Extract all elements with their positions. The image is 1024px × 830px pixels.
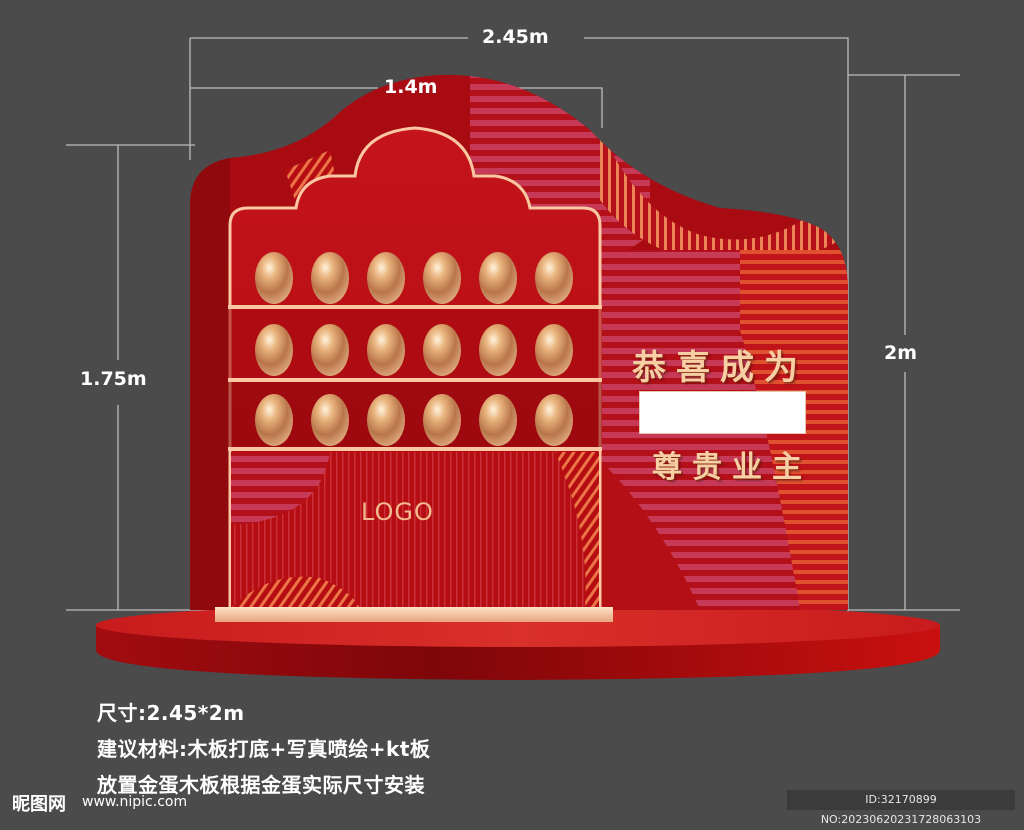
golden-egg xyxy=(311,394,349,446)
golden-egg xyxy=(423,394,461,446)
congrats-heading: 恭喜成为 xyxy=(632,348,808,388)
golden-egg xyxy=(535,394,573,446)
dimension-left-height: 1.75m xyxy=(80,368,147,390)
golden-egg xyxy=(479,394,517,446)
dimension-right-height: 2m xyxy=(884,342,918,364)
golden-egg xyxy=(367,394,405,446)
watermark-id: ID:32170899 NO:20230620231728063103 xyxy=(787,790,1015,826)
golden-egg xyxy=(479,324,517,376)
golden-egg xyxy=(367,324,405,376)
watermark-site-url: www.nipic.com xyxy=(82,794,188,810)
golden-egg xyxy=(255,252,293,304)
golden-egg xyxy=(255,324,293,376)
golden-egg xyxy=(311,324,349,376)
golden-egg xyxy=(367,252,405,304)
logo-placeholder: LOGO xyxy=(361,498,434,526)
watermark-site-name: 昵图网 xyxy=(12,794,66,815)
golden-egg xyxy=(311,252,349,304)
spec-materials: 建议材料:木板打底+写真喷绘+kt板 xyxy=(97,737,431,761)
golden-egg xyxy=(535,324,573,376)
golden-egg xyxy=(479,252,517,304)
spec-size: 尺寸:2.45*2m xyxy=(97,701,245,725)
spec-note: 放置金蛋木板根据金蛋实际尺寸安装 xyxy=(97,773,425,797)
golden-egg xyxy=(423,252,461,304)
golden-eggs xyxy=(255,252,573,446)
golden-egg xyxy=(255,394,293,446)
golden-egg xyxy=(535,252,573,304)
owner-title: 尊贵业主 xyxy=(652,450,812,485)
dimension-egg-board-width: 1.4m xyxy=(384,76,438,98)
golden-egg xyxy=(423,324,461,376)
owner-name-box xyxy=(639,391,806,434)
dimension-total-width: 2.45m xyxy=(482,26,549,48)
